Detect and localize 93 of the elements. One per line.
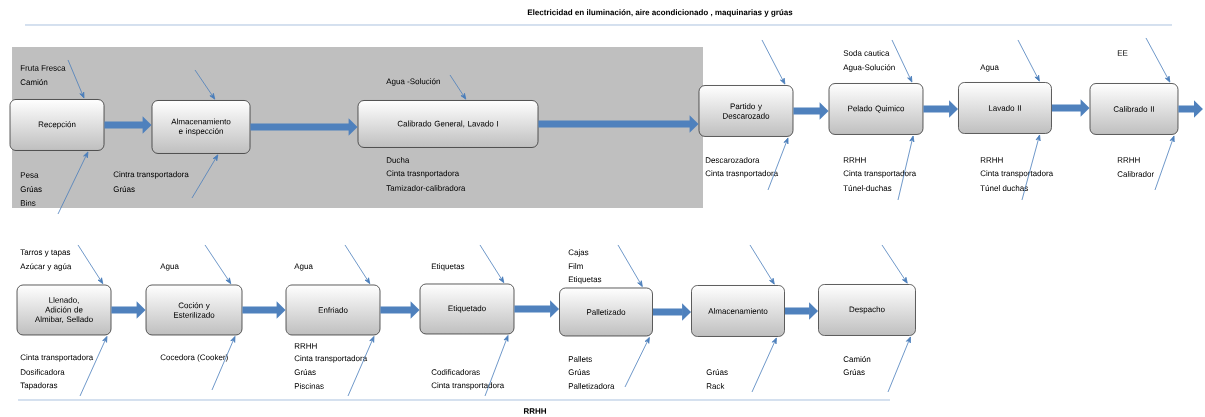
resource-label: Rack [706, 383, 725, 389]
input-label: Camión [20, 79, 48, 85]
resource-label: Cinta trasnportadora [705, 170, 779, 178]
resource-label: Cinta transportadora [431, 382, 505, 390]
input-label: Cajas [568, 249, 589, 257]
resource-label: Dosificadora [20, 369, 65, 375]
resource-label: Cinta transportadora [980, 170, 1054, 178]
resource-label: Palletizadora [568, 383, 615, 389]
resource-label: Tapadoras [20, 382, 58, 390]
footer-label: RRHH [524, 408, 546, 414]
arrow [344, 244, 371, 285]
arrow [1017, 39, 1040, 82]
resource-label: Grúas [568, 369, 590, 375]
resource-label: Cinta transportadora [294, 355, 368, 363]
arrow [79, 336, 108, 397]
process-box: Despacho [818, 284, 916, 336]
input-label: Soda cautica [843, 50, 890, 56]
arrow [1154, 135, 1175, 191]
resource-label: Bins [20, 200, 36, 206]
resource-label: Túnel-duchas [843, 185, 892, 191]
resource-label: Tamizador-calibradora [386, 185, 466, 191]
arrow [891, 39, 913, 83]
resource-label: RRHH [1117, 157, 1140, 163]
arrow [761, 39, 786, 85]
resource-label: RRHH [980, 157, 1003, 163]
resource-label: Grúas [843, 369, 865, 375]
resource-label: Pallets [568, 356, 592, 362]
resource-label: Piscinas [294, 383, 324, 389]
process-box: Coción y Esterilizado [145, 284, 243, 336]
input-label: Agua [294, 263, 313, 271]
process-box: Palletizado [559, 287, 653, 337]
process-box: Calibrado II [1089, 83, 1179, 135]
arrow [67, 59, 85, 99]
process-box: Almacenamiento [691, 285, 785, 337]
arrow [347, 336, 375, 397]
process-box: Almacenamiento e inspección [151, 100, 251, 154]
arrow [211, 336, 236, 391]
arrow [751, 337, 777, 393]
arrow [194, 69, 216, 100]
arrow [887, 336, 911, 393]
resource-label: Grúas [294, 369, 316, 375]
arrow [1021, 134, 1041, 201]
input-label: EE [1117, 50, 1128, 56]
arrow [767, 137, 789, 191]
arrow [749, 244, 775, 285]
resource-label: Descarozadora [705, 157, 760, 163]
process-box: Recepción [9, 99, 105, 151]
process-box: Enfriado [285, 284, 381, 336]
process-box: Partido y Descarozado [698, 85, 794, 137]
resource-label: RRHH [843, 157, 866, 163]
process-box: Calibrado General, Lavado I [357, 100, 539, 148]
resource-label: Grúas [706, 369, 728, 375]
input-label: Agua -Solución [386, 78, 440, 86]
resource-label: Cinta trasnportadora [386, 170, 460, 178]
input-label: Film [568, 263, 583, 269]
arrow [484, 335, 509, 397]
arrow [191, 154, 219, 199]
arrow [897, 135, 915, 201]
resource-label: Cintra transportadora [113, 171, 189, 179]
arrow [881, 244, 908, 284]
input-label: Agua-Solución [843, 64, 895, 72]
resource-label: Codificadoras [431, 369, 480, 375]
input-label: Etiquetas [568, 276, 602, 284]
resource-label: RRHH [294, 343, 317, 349]
arrow [57, 151, 89, 215]
resource-label: Grúas [20, 186, 42, 192]
title: Electricidad en iluminación, aire acondicionado , maquinarias y grúas [527, 9, 793, 17]
resource-label: Pesa [20, 172, 39, 178]
resource-label: Cinta transportadora [20, 354, 94, 362]
arrow [204, 244, 232, 285]
resource-label: Cocedora (Cooker) [160, 354, 228, 362]
resource-label: Calibrador [1117, 171, 1154, 177]
resource-label: Grúas [113, 186, 135, 192]
resource-label: Cinta transportadora [843, 170, 917, 178]
arrow [77, 244, 104, 285]
resource-label: Túnel duchas [980, 185, 1028, 191]
input-label: Tarros y tapas [20, 249, 71, 257]
input-label: Fruta Fresca [20, 65, 66, 71]
process-box: Etiquetado [419, 283, 515, 335]
arrow [624, 337, 650, 388]
process-box: Llenado, Adición de Almibar, Sellado [16, 284, 112, 336]
process-box: Pelado Quimico [828, 83, 924, 135]
arrow [617, 244, 643, 287]
input-label: Etiquetas [431, 263, 465, 271]
arrow [1145, 37, 1171, 83]
resource-label: Ducha [386, 157, 410, 163]
arrow [479, 244, 505, 284]
arrow [449, 74, 467, 100]
input-label: Azúcar y agúa [20, 263, 72, 271]
input-label: Agua [980, 64, 999, 72]
resource-label: Camión [843, 356, 871, 362]
process-box: Lavado II [958, 82, 1052, 134]
input-label: Agua [160, 263, 179, 271]
